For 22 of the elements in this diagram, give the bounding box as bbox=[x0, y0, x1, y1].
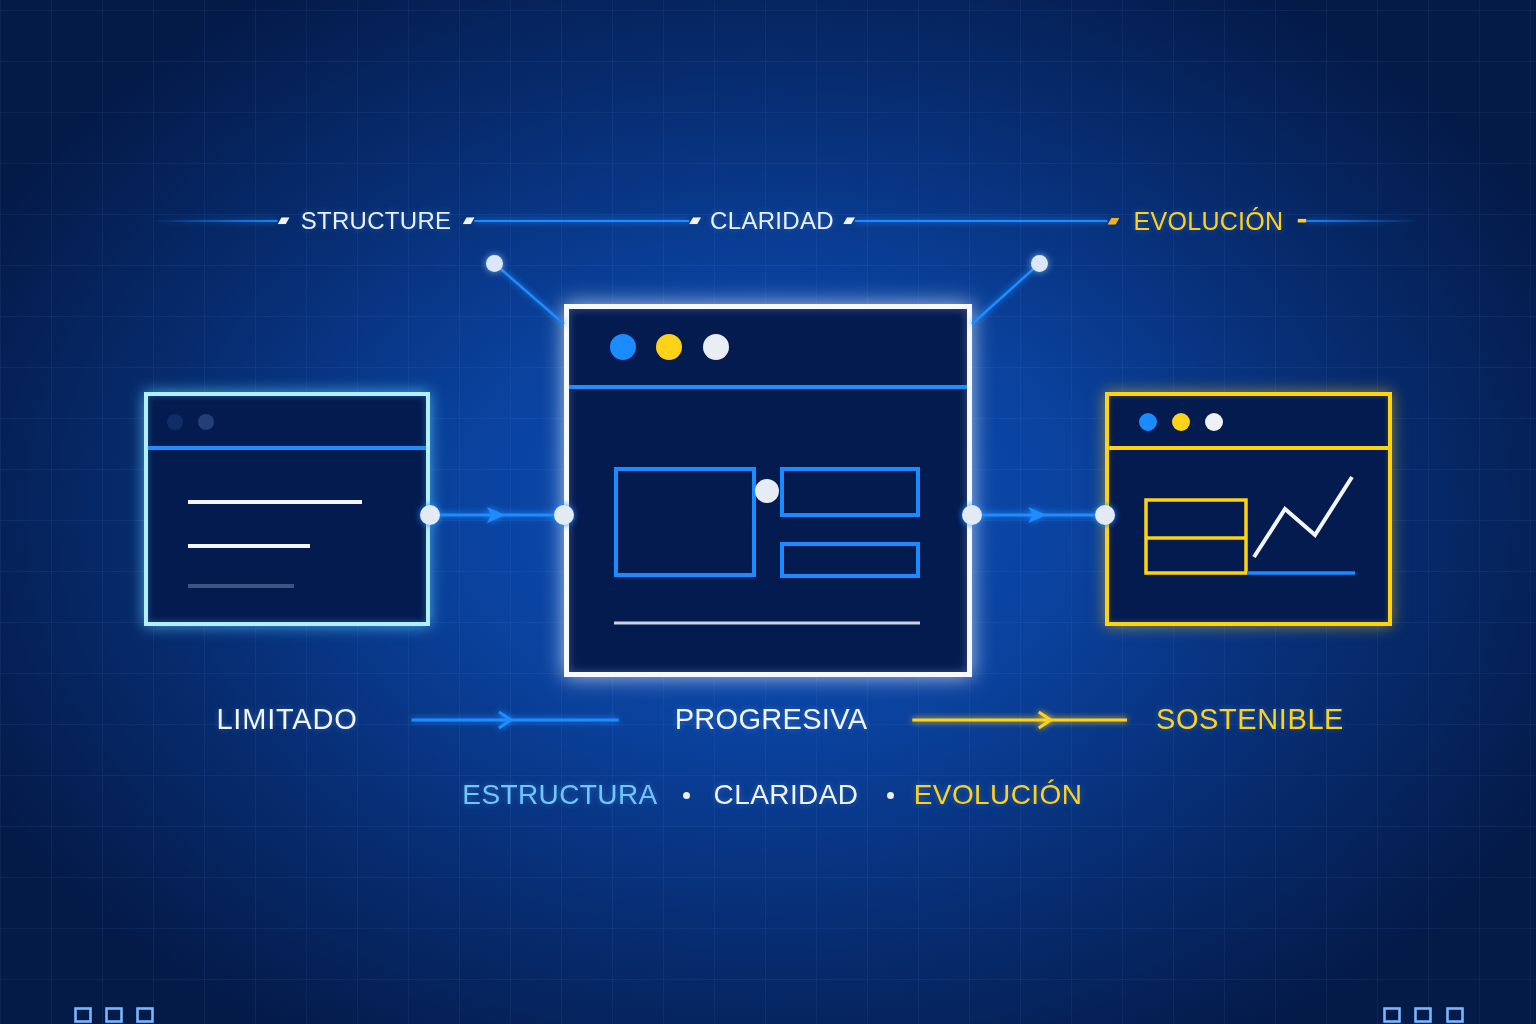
connector-arrow bbox=[420, 505, 574, 525]
heading-label: STRUCTURE bbox=[300, 207, 452, 235]
keyword-label: EVOLUCIÓN bbox=[913, 778, 1083, 812]
endpoint-dot bbox=[486, 255, 503, 272]
connector-arrow bbox=[962, 505, 1115, 525]
leader-line bbox=[971, 268, 1034, 325]
endpoint-dot bbox=[1031, 255, 1048, 272]
stage-label: SOSTENIBLE bbox=[1155, 703, 1345, 737]
keyword-label: ESTRUCTURA bbox=[462, 778, 658, 812]
arrow bbox=[912, 710, 1127, 730]
leader-line bbox=[500, 268, 565, 325]
keyword-label: CLARIDAD bbox=[713, 778, 859, 812]
arrow bbox=[411, 710, 619, 730]
timeline-line bbox=[473, 220, 691, 222]
heading-label: EVOLUCIÓN bbox=[1133, 206, 1284, 236]
timeline-line bbox=[853, 220, 1109, 222]
browser-window bbox=[564, 304, 972, 677]
stage-label: LIMITADO bbox=[216, 703, 358, 737]
browser-window bbox=[144, 392, 430, 626]
heading-label: CLARIDAD bbox=[710, 207, 834, 235]
browser-window bbox=[1105, 392, 1392, 626]
stage-label: PROGRESIVA bbox=[674, 703, 868, 737]
